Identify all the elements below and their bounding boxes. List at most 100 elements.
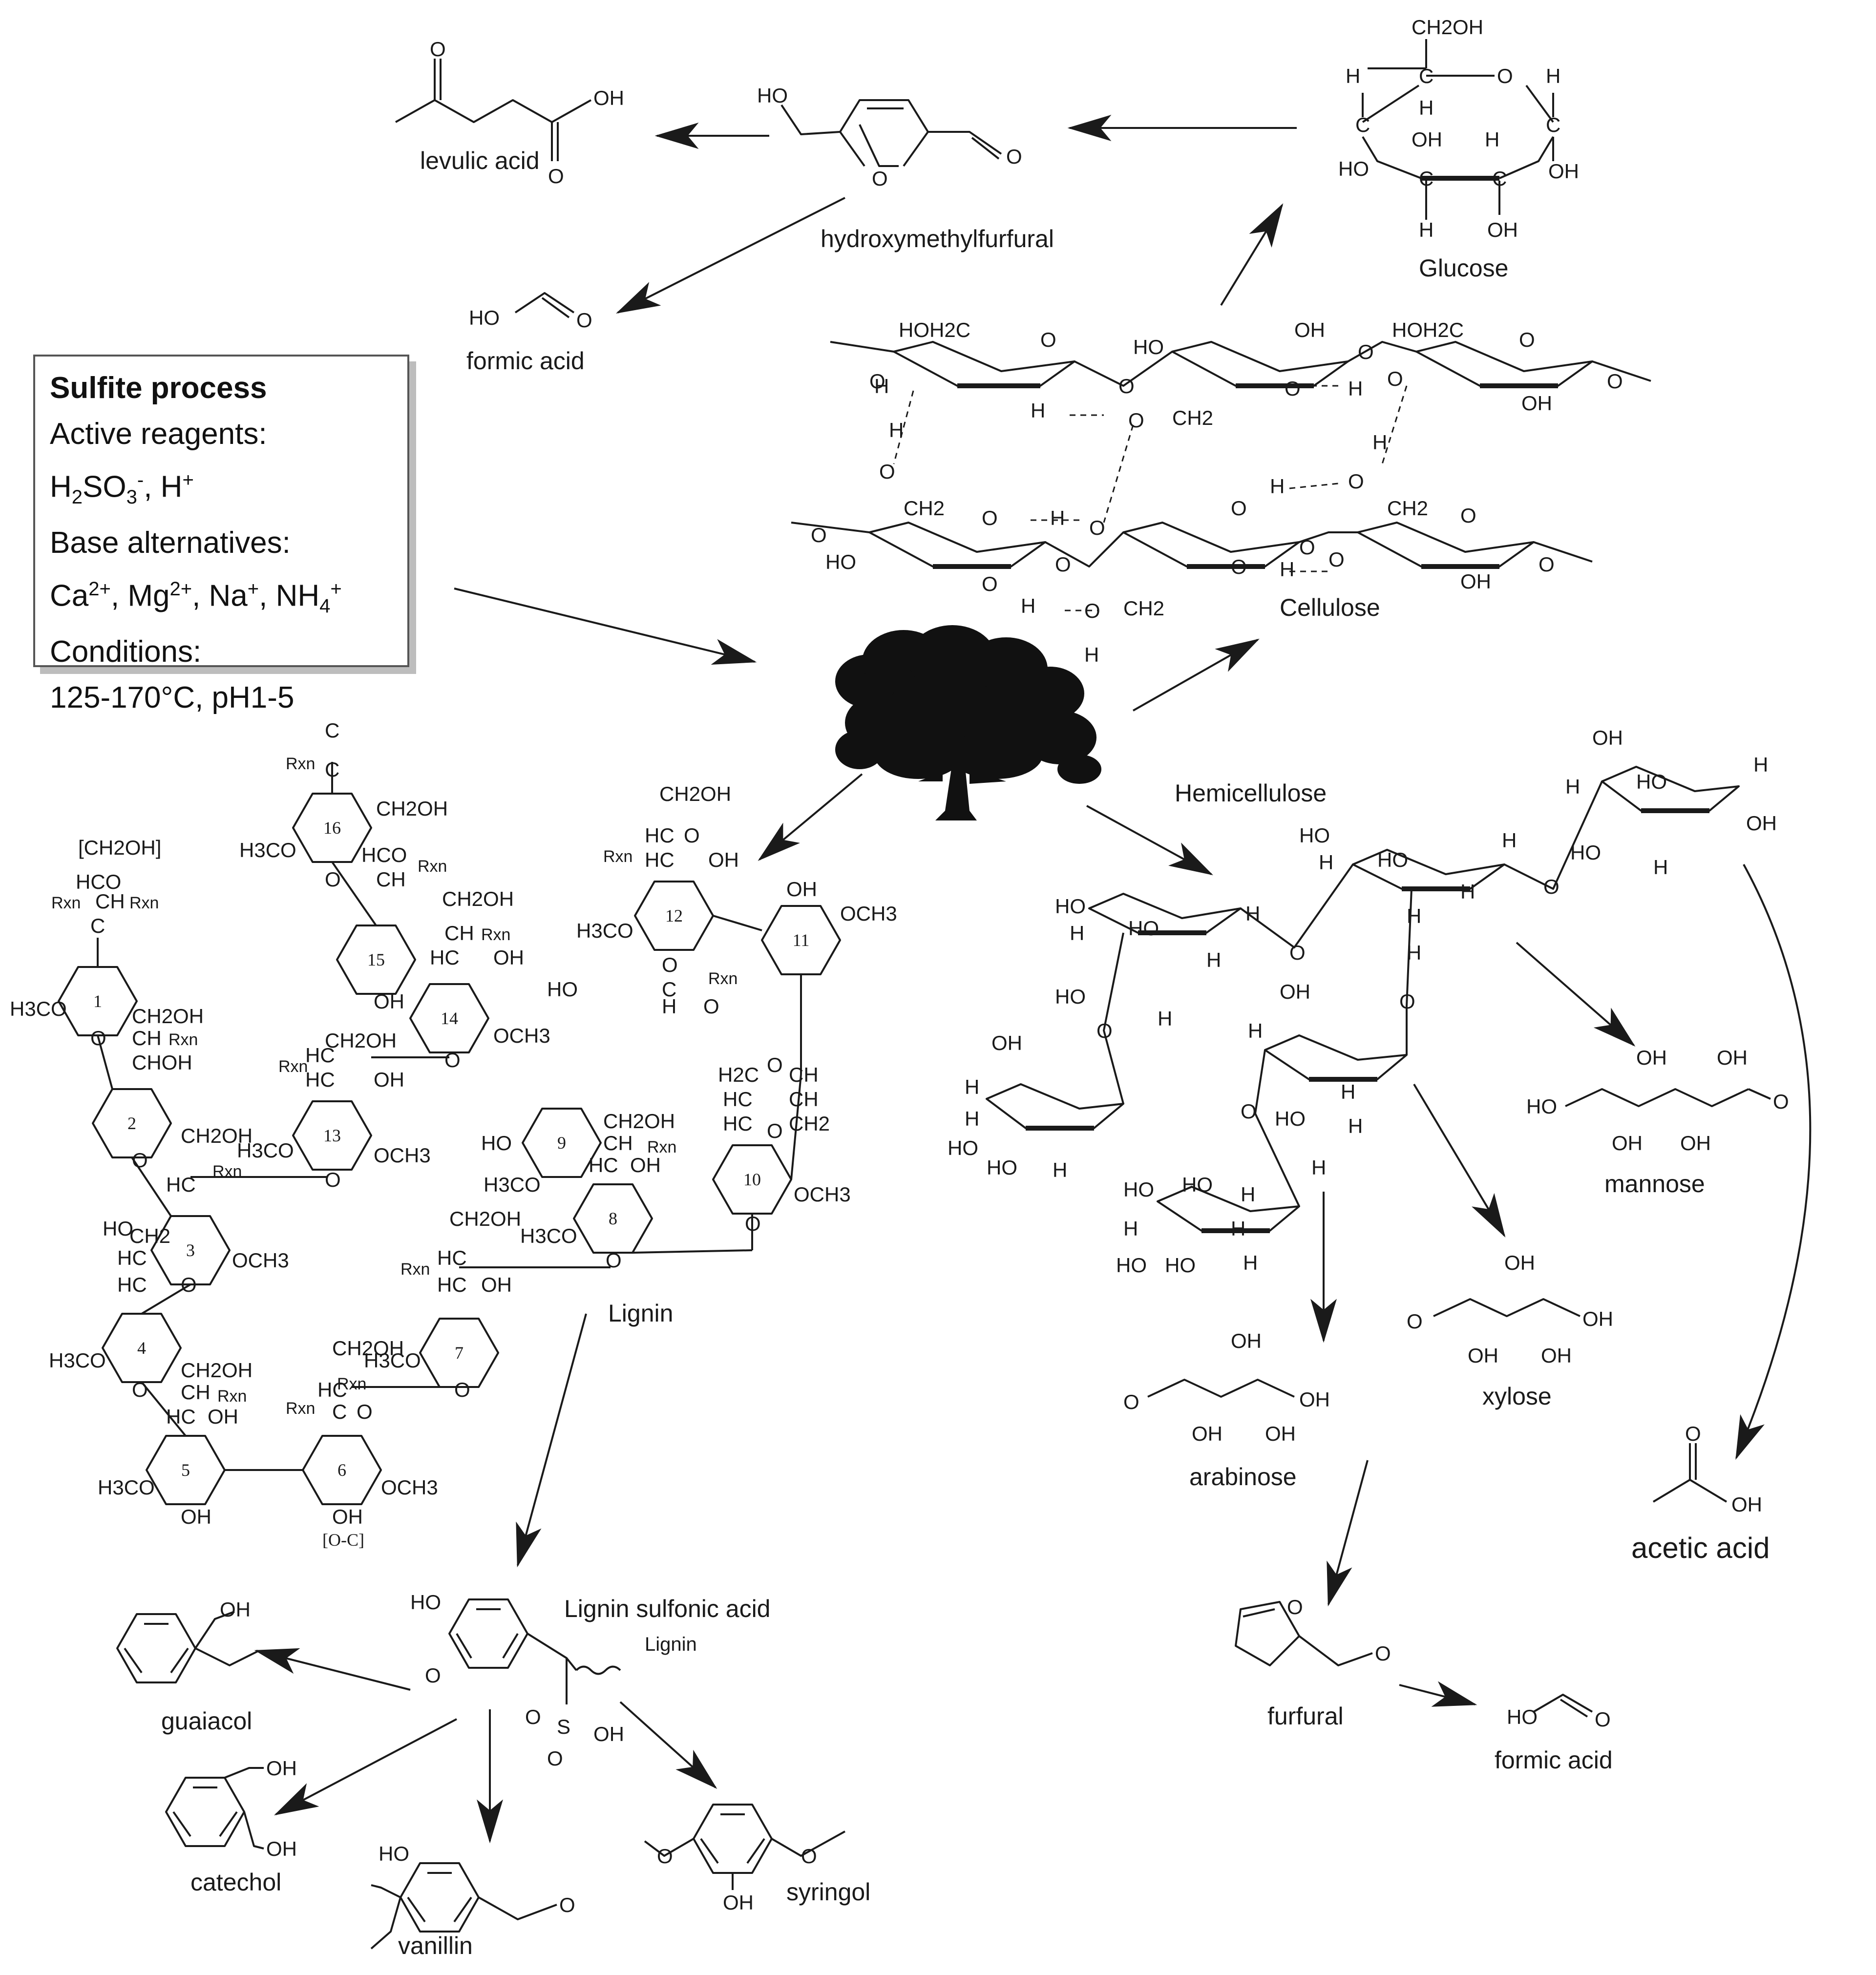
hemi-ring-2	[1352, 849, 1505, 890]
atom-o: O	[548, 165, 564, 188]
atom-ch: CH	[789, 1063, 819, 1086]
atom-ch2: CH2	[904, 497, 945, 520]
atom-ho: HO	[757, 84, 788, 107]
atom-ho: HO	[1636, 770, 1667, 793]
atom-ch2oh: CH2OH	[325, 1029, 397, 1052]
cellulose-ring-5	[1122, 522, 1300, 567]
atom-h3co: H3CO	[49, 1349, 106, 1372]
atom-ho: HO	[1507, 1705, 1538, 1728]
atom-h2c: H2C	[718, 1063, 759, 1086]
label-xylose: xylose	[1482, 1383, 1552, 1410]
atom-ch2: CH2	[129, 1224, 170, 1247]
arrow-furfural-to-formic	[1399, 1681, 1477, 1707]
atom-ch2: CH2	[1387, 497, 1428, 520]
atom-o: O	[1084, 599, 1100, 622]
atom-ho: HO	[1128, 917, 1159, 940]
acetic-acid	[1652, 1479, 1728, 1503]
atom-rxn: Rxn	[286, 755, 315, 773]
tree-icon	[835, 625, 1101, 820]
unit-10: 10	[743, 1170, 761, 1189]
atom-o: O	[1348, 470, 1364, 493]
atom-h: H	[1245, 902, 1260, 925]
atom-o: O	[430, 38, 446, 61]
guaiacol-ring	[116, 1613, 196, 1683]
label-formic-acid-top: formic acid	[466, 347, 585, 375]
atom-rxn: Rxn	[129, 894, 159, 912]
atom-h: H	[1460, 880, 1475, 903]
hemi-ring-1	[1088, 893, 1242, 934]
atom-oh: OH	[1487, 218, 1518, 241]
atom-ch: CH	[789, 1088, 819, 1111]
atom-oh: OH	[1592, 726, 1623, 749]
cellulose-ring-4	[868, 522, 1046, 567]
hemi-ring-5	[1264, 1034, 1408, 1080]
atom-hc: HC	[723, 1112, 753, 1135]
atom-oh: OH	[266, 1837, 297, 1860]
atom-o: O	[357, 1400, 373, 1423]
atom-oh: OH	[266, 1757, 297, 1780]
atom-o: O	[132, 1378, 148, 1401]
atom-oh: OH	[723, 1891, 754, 1914]
atom-o: O	[801, 1845, 817, 1868]
atom-ho: HO	[948, 1136, 978, 1159]
atom-rxn: Rxn	[400, 1260, 430, 1279]
atom-oh: OH	[493, 946, 524, 969]
arrow-hmf-to-formic	[615, 197, 845, 314]
atom-ch2oh: CH2OH	[659, 782, 731, 805]
atom-rxn: Rxn	[217, 1387, 247, 1406]
atom-hc: HC	[723, 1088, 753, 1111]
atom-ch2oh: CH2OH	[181, 1359, 253, 1382]
atom-o: O	[325, 868, 341, 891]
atom-h: H	[1031, 399, 1045, 422]
atom-h: H	[1270, 475, 1285, 498]
label-syringol: syringol	[786, 1878, 871, 1906]
atom-h3co: H3CO	[237, 1139, 294, 1162]
atom-o: O	[982, 506, 998, 529]
atom-ho: HO	[103, 1217, 133, 1240]
atom-h3co: H3CO	[576, 919, 633, 942]
atom-c: C	[325, 719, 339, 742]
atom-o: O	[1358, 340, 1374, 363]
label-hemicellulose: Hemicellulose	[1175, 779, 1327, 807]
arabinose-chain	[1147, 1379, 1295, 1398]
sulfonic-benzene	[448, 1598, 528, 1669]
unit-14: 14	[441, 1009, 458, 1028]
atom-och3: OCH3	[794, 1183, 851, 1206]
unit-12: 12	[665, 906, 683, 925]
atom-ch2oh: CH2OH	[442, 887, 514, 910]
cellulose-ring-3	[1415, 341, 1593, 387]
atom-o: O	[1241, 1100, 1257, 1123]
atom-ho: HO	[825, 550, 856, 573]
arrow-arabinose-to-furfural	[1327, 1460, 1369, 1607]
atom-ch2oh: CH2OH	[1412, 16, 1483, 39]
atom-h: H	[889, 419, 904, 441]
atom-c: C	[1419, 167, 1433, 190]
label-lignin: Lignin	[608, 1300, 674, 1327]
atom-o: O	[132, 1149, 148, 1172]
atom-ch: CH	[444, 922, 474, 945]
atom-och3: OCH3	[493, 1024, 550, 1047]
atom-ho: HO	[1570, 841, 1601, 864]
arrows	[254, 115, 1812, 1844]
box-title: Sulfite process	[50, 371, 267, 405]
atom-o: O	[1089, 516, 1105, 539]
label-lignin-chain: Lignin	[645, 1634, 697, 1655]
atom-o: O	[1375, 1642, 1391, 1665]
atom-h: H	[1407, 904, 1421, 927]
atom-och3: OCH3	[840, 902, 897, 925]
atom-h: H	[1248, 1019, 1263, 1042]
atom-o: O	[879, 460, 895, 483]
box-base-ions: Ca2+, Mg2+, Na+, NH4+	[50, 578, 342, 617]
atom-h: H	[1053, 1158, 1067, 1181]
label-cellulose: Cellulose	[1280, 594, 1380, 621]
atom-oh: OH	[593, 1723, 624, 1745]
atom-hc: HC	[305, 1044, 335, 1067]
atom-ch2oh: CH2OH	[332, 1337, 404, 1360]
atom-oh: OH	[1504, 1251, 1535, 1274]
atom-hco: HCO	[361, 843, 407, 866]
atom-ch2: CH2	[789, 1112, 830, 1135]
atom-o: O	[1096, 1019, 1113, 1042]
atom-oh: OH	[481, 1273, 512, 1296]
sulfite-process-box: Sulfite process Active reagents: H2SO3-,…	[33, 355, 409, 714]
hemi-ring-6	[1157, 1186, 1300, 1232]
